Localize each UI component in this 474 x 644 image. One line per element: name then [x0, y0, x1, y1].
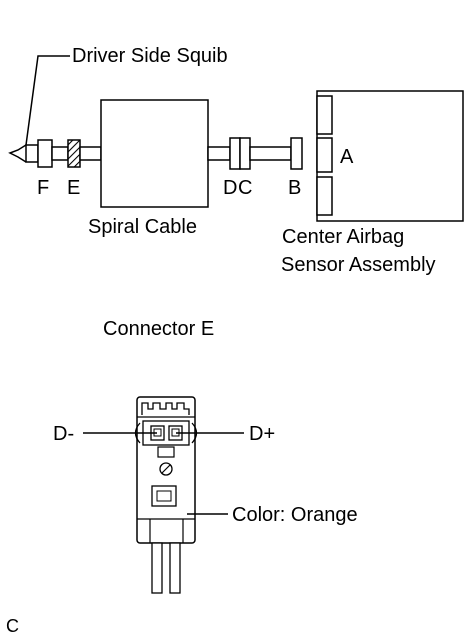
connector-title: Connector E [103, 318, 214, 340]
wire-spiral-d [207, 146, 231, 161]
sensor-tab-bottom [316, 176, 333, 216]
connector-b [290, 137, 303, 170]
wire-c-b [249, 146, 292, 161]
lock-slot [161, 464, 171, 474]
connector-e [67, 139, 81, 168]
label-a: A [340, 146, 354, 168]
connector-top-comb [141, 402, 190, 415]
label-f: F [37, 177, 49, 199]
label-e: E [67, 177, 80, 199]
connector-c [239, 137, 251, 170]
connector-a [316, 137, 333, 173]
label-c: C [238, 177, 252, 199]
spiral-cable-box [100, 99, 209, 208]
squib-plug [25, 144, 39, 163]
squib-leader-line [25, 55, 70, 146]
sensor-assembly-box [316, 90, 464, 222]
wire-left [151, 542, 163, 594]
squib-label: Driver Side Squib [72, 45, 228, 67]
d-minus-label: D- [53, 423, 74, 445]
sensor-tab-top [316, 95, 333, 135]
d-plus-label: D+ [249, 423, 275, 445]
sensor-label-line1: Center Airbag [282, 226, 404, 248]
wire-right [169, 542, 181, 594]
label-d: D [223, 177, 237, 199]
wire-f-e [51, 146, 69, 161]
sensor-label-line2: Sensor Assembly [281, 254, 436, 276]
connector-f [37, 139, 53, 168]
window-inner [156, 490, 172, 502]
figure-code: C [6, 616, 19, 636]
wire-e-spiral [79, 146, 102, 161]
connector-d [229, 137, 241, 170]
color-label: Color: Orange [232, 504, 358, 526]
spiral-cable-label: Spiral Cable [88, 216, 197, 238]
squib-tip [8, 144, 27, 163]
shorting-clip [157, 446, 175, 458]
label-b: B [288, 177, 301, 199]
